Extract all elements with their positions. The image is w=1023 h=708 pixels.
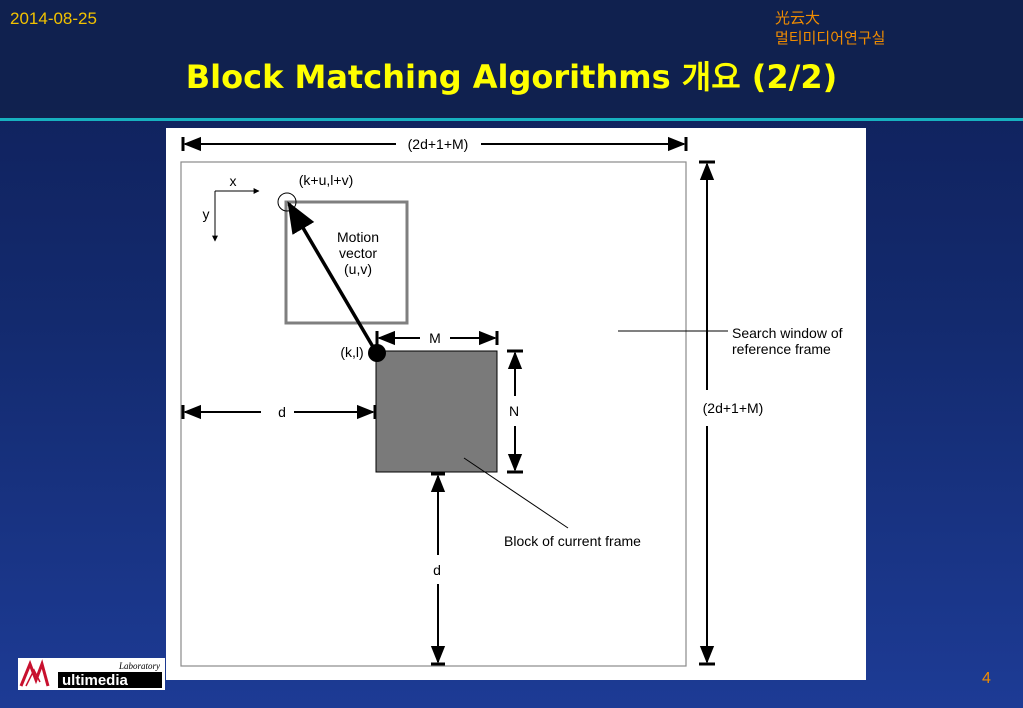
block-matching-diagram: (2d+1+M) (2d+1+M) x y (k+u,l+v) Motion v… [166, 128, 866, 680]
axis-y-label: y [203, 206, 210, 222]
lab-name-line1: 光云大 [775, 9, 821, 27]
motion-label-line1: Motion [337, 229, 379, 245]
slide-date: 2014-08-25 [10, 9, 97, 28]
motion-label-line3: (u,v) [344, 261, 372, 277]
left-d-dimension: d [181, 404, 377, 420]
bottom-d-dimension: d [430, 472, 446, 666]
left-d-label: d [278, 404, 286, 420]
motion-reference-box [284, 200, 409, 325]
logo-m-mark [19, 659, 50, 687]
page-number: 4 [982, 670, 991, 687]
logo-laboratory-text: Laboratory [118, 661, 160, 671]
m-dimension: M [375, 330, 499, 346]
current-block-label: Block of current frame [504, 533, 641, 549]
bottom-d-label: d [433, 562, 441, 578]
search-window-label-line1: Search window of [732, 325, 843, 341]
header-band [0, 0, 1023, 120]
top-dimension: (2d+1+M) [181, 136, 688, 152]
logo-svg: Laboratory ultimedia [19, 659, 162, 689]
n-dimension-label: N [509, 403, 519, 419]
axis-x-label: x [230, 173, 237, 189]
search-window-label-line2: reference frame [732, 341, 831, 357]
motion-vector-arrow [287, 201, 378, 353]
motion-label-line2: vector [339, 245, 377, 261]
current-block-leader [463, 457, 569, 529]
logo-multimedia-text: ultimedia [62, 672, 129, 689]
right-dimension-label: (2d+1+M) [703, 400, 764, 416]
top-dimension-label: (2d+1+M) [408, 136, 469, 152]
diagram-svg: (2d+1+M) (2d+1+M) x y (k+u,l+v) Motion v… [180, 136, 843, 667]
block-origin-dot [368, 344, 386, 362]
block-origin-label: (k,l) [340, 344, 363, 360]
slide-title: Block Matching Algorithms 개요 (2/2) [185, 58, 838, 96]
current-block [375, 350, 498, 473]
multimedia-lab-logo: Laboratory ultimedia [18, 658, 165, 690]
right-dimension: (2d+1+M) [699, 160, 764, 666]
reference-point-label: (k+u,l+v) [299, 172, 353, 188]
m-dimension-label: M [429, 330, 441, 346]
n-dimension: N [507, 349, 523, 474]
lab-name-line2: 멀티미디어연구실 [775, 29, 886, 47]
lab-name: 光云大 멀티미디어연구실 [775, 8, 885, 48]
search-window-rect [180, 161, 687, 667]
header-divider [0, 118, 1023, 121]
coordinate-axes: x y [203, 173, 260, 242]
